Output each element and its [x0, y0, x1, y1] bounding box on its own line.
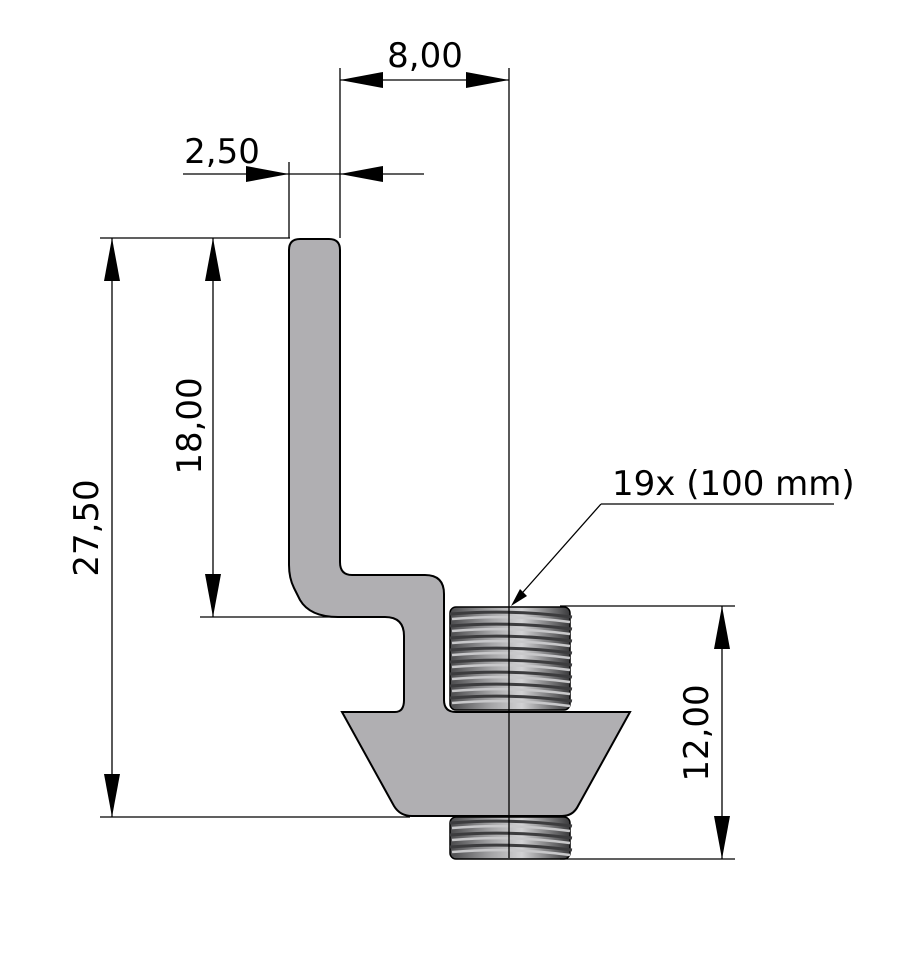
thread-ridge-highlight [451, 824, 571, 833]
thread-ridge-shadow [449, 682, 573, 691]
dimension-label-2-5: 2,50 [184, 132, 260, 172]
arrowhead-top-27-5 [104, 238, 120, 281]
stud-lower-threads [449, 819, 573, 857]
thread-ridge-highlight [451, 627, 571, 636]
thread-ridge-shadow [449, 819, 573, 828]
thread-ridge-shadow [449, 622, 573, 631]
arrowhead-bottom-12 [714, 816, 730, 859]
dimension-thread-height: 12,00 [560, 605, 735, 860]
thread-ridge-shadow [449, 831, 573, 840]
thread-ridge-highlight [451, 615, 571, 624]
dimension-label-18: 18,00 [170, 377, 210, 474]
arrowhead-left-8 [340, 72, 383, 88]
thread-ridge-shadow [449, 634, 573, 643]
thread-ridge-highlight [451, 639, 571, 648]
thread-ridge-shadow [449, 658, 573, 667]
stud-upper-threads [449, 610, 573, 708]
dimension-label-27-5: 27,50 [67, 479, 107, 576]
threaded-stud-upper [449, 606, 573, 711]
clip-part [288, 238, 632, 817]
thread-ridge-highlight [451, 848, 571, 857]
clip-profile [288, 238, 632, 817]
dimension-upper-height: 18,00 [170, 238, 338, 618]
callout-leader [515, 503, 602, 601]
thread-ridge-highlight [451, 651, 571, 660]
thread-ridge-highlight [451, 675, 571, 684]
arrowhead-left-2-5 [246, 166, 289, 182]
thread-ridge-highlight [451, 836, 571, 845]
dimension-label-12: 12,00 [677, 684, 717, 781]
thread-ridge-highlight [451, 699, 571, 708]
thread-ridge-shadow [449, 610, 573, 619]
arrowhead-top-18 [205, 238, 221, 281]
dimension-top-width: 8,00 [339, 36, 509, 238]
arrowhead-right-8 [466, 72, 509, 88]
dimension-thickness: 2,50 [183, 132, 424, 238]
arrowhead-bottom-27-5 [104, 774, 120, 817]
arrowhead-right-2-5 [340, 166, 383, 182]
thread-callout: 19x (100 mm) [511, 464, 855, 606]
callout-label: 19x (100 mm) [612, 464, 855, 504]
callout-arrowhead [511, 589, 527, 606]
thread-ridge-highlight [451, 663, 571, 672]
dimension-label-8: 8,00 [387, 36, 463, 76]
arrowhead-bottom-18 [205, 574, 221, 617]
arrowhead-top-12 [714, 606, 730, 649]
thread-ridge-shadow [449, 694, 573, 703]
thread-ridge-shadow [449, 843, 573, 852]
dimension-total-height: 27,50 [67, 237, 410, 818]
stud-upper-core [449, 606, 571, 711]
thread-ridge-highlight [451, 687, 571, 696]
thread-ridge-shadow [449, 670, 573, 679]
thread-ridge-shadow [449, 646, 573, 655]
threaded-stud-lower [449, 816, 573, 860]
